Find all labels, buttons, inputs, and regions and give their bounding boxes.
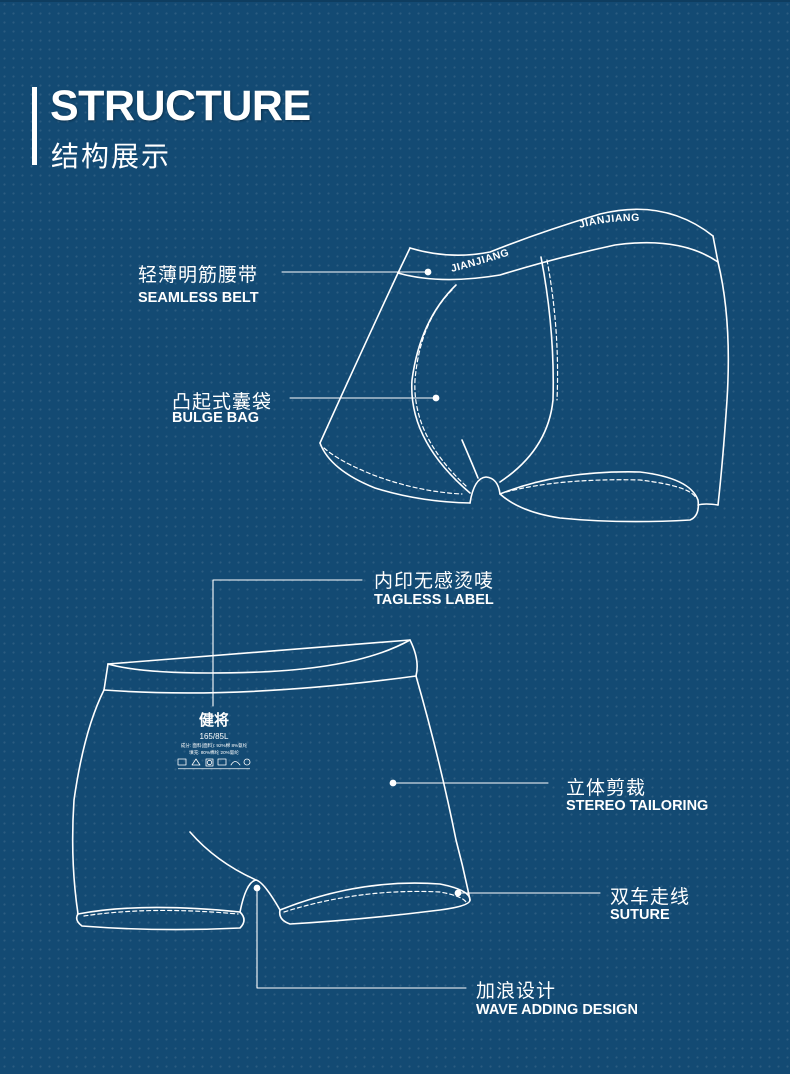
- wave-design-label-en: WAVE ADDING DESIGN: [476, 1002, 638, 1018]
- callout-lines: [212, 268, 601, 989]
- bulge-bag-label-en: BULGE BAG: [172, 410, 259, 426]
- label-line-2: 填充: 80%棉纶 20%氨纶: [189, 749, 239, 756]
- wave-design-label-cn: 加浪设计: [476, 981, 557, 1002]
- waistband-text-2: JIANJIANG: [578, 212, 640, 231]
- suture-label-en: SUTURE: [610, 907, 670, 923]
- seamless-belt-label-cn: 轻薄明筋腰带: [138, 265, 259, 286]
- stereo-tailoring-label-en: STEREO TAILORING: [566, 798, 709, 814]
- care-symbols-icon: [177, 758, 251, 767]
- top-border: [0, 0, 790, 2]
- title-accent-bar: [32, 87, 37, 165]
- waistband-text-1: JIANJIANG: [450, 247, 511, 275]
- tagless-label-label-en: TAGLESS LABEL: [374, 592, 494, 608]
- page-title: STRUCTURE: [50, 82, 311, 130]
- bulge-bag-label-cn: 凸起式囊袋: [172, 392, 273, 413]
- label-line-1: 成分: 面料(面料): 92%棉 8%氨纶: [181, 742, 248, 749]
- tagless-label-label-cn: 内印无感烫唛: [374, 571, 495, 592]
- tagless-printed-label: 健将 165/85L 成分: 面料(面料): 92%棉 8%氨纶 填充: 80%…: [177, 711, 251, 770]
- stereo-tailoring-label-cn: 立体剪裁: [566, 778, 647, 799]
- label-brand: 健将: [199, 711, 229, 729]
- page-subtitle: 结构展示: [51, 141, 172, 172]
- seamless-belt-label-en: SEAMLESS BELT: [138, 290, 259, 306]
- front-brief: JIANJIANG JIANJIANG: [319, 208, 730, 523]
- svg-text:JIANJIANG: JIANJIANG: [450, 247, 511, 275]
- suture-label-cn: 双车走线: [610, 887, 691, 908]
- svg-text:JIANJIANG: JIANJIANG: [578, 212, 640, 231]
- label-size: 165/85L: [200, 732, 229, 741]
- back-brief: [71, 639, 471, 931]
